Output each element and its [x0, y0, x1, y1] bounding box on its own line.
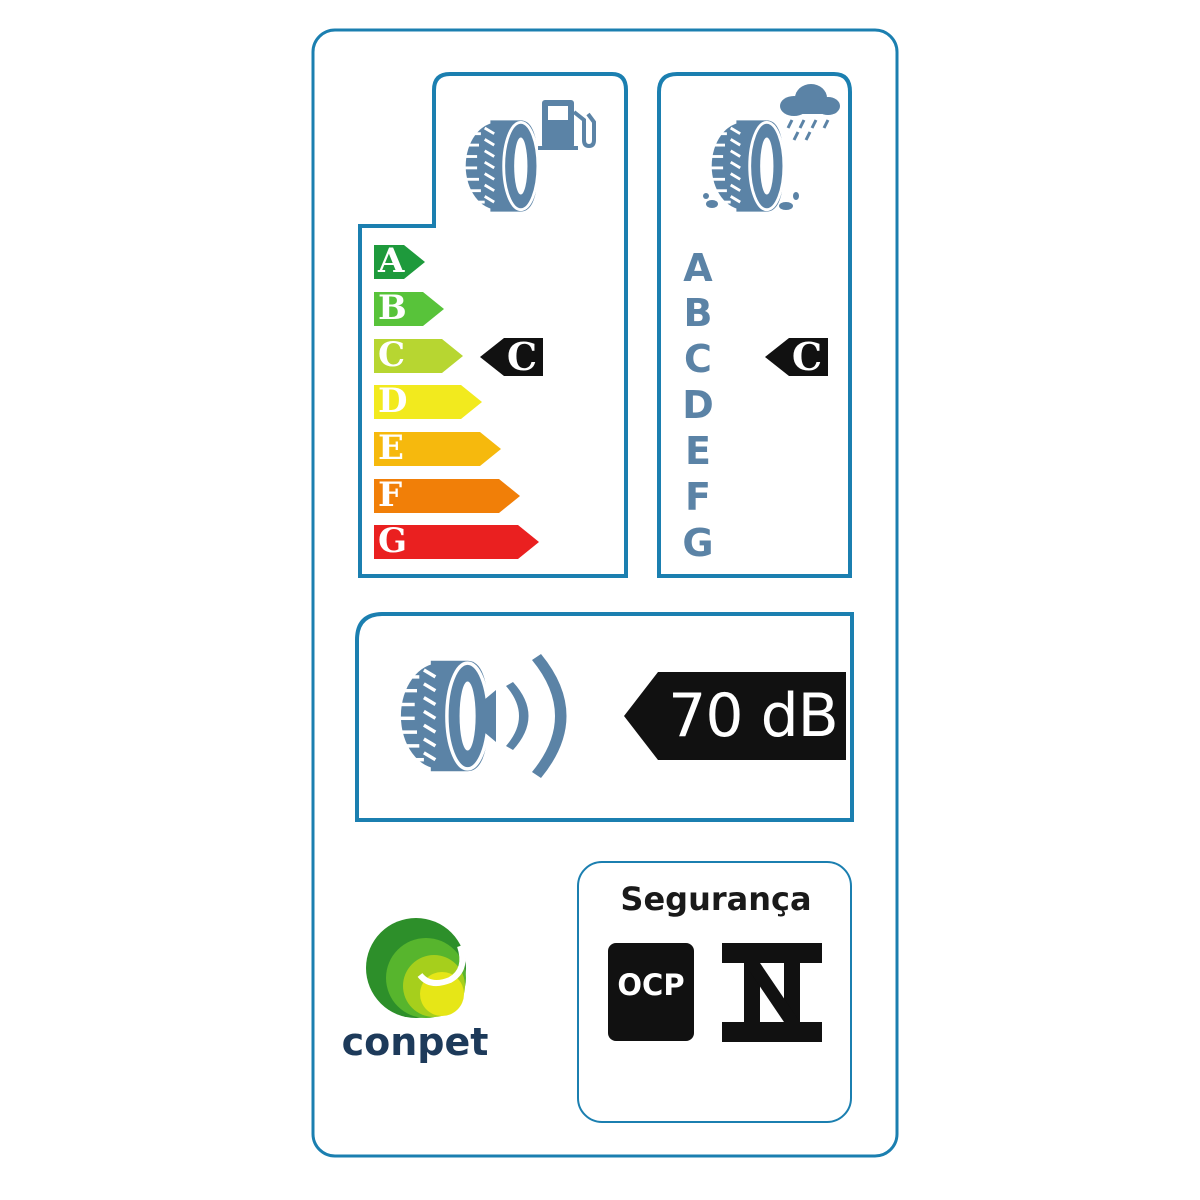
- rain-cloud-icon: [780, 84, 840, 141]
- ocp-label: OCP: [617, 968, 685, 1002]
- wet-class-letter-b: B: [683, 291, 713, 335]
- conpet-logo-icon: [366, 918, 466, 1018]
- fuel-panel-frame: [358, 72, 628, 578]
- label-frame: [311, 28, 899, 1158]
- noise-tire-icon: [398, 659, 491, 773]
- fuel-class-arrow-b: [374, 292, 444, 326]
- fuel-class-letter-f: F: [378, 475, 403, 515]
- fuel-class-letter-e: E: [378, 428, 404, 468]
- fuel-class-arrow-f: [374, 479, 520, 513]
- sound-waves-icon: [484, 654, 567, 778]
- noise-value-badge: [624, 672, 846, 760]
- noise-value: 70 dB: [668, 681, 839, 751]
- fuel-class-arrow-g: [374, 525, 539, 559]
- wet-class-letter-e: E: [685, 429, 711, 473]
- wet-class-letter-d: D: [682, 383, 714, 427]
- wet-tire-icon: [709, 118, 786, 214]
- fuel-rating-badge: [480, 338, 543, 376]
- wet-class-letter-c: C: [684, 337, 712, 381]
- fuel-class-letter-d: D: [378, 381, 408, 421]
- ocp-badge: [608, 943, 694, 1041]
- safety-title: Segurança: [620, 880, 812, 918]
- fuel-class-letter-c: C: [378, 335, 406, 375]
- fuel-class-arrow-d: [374, 385, 482, 419]
- wet-class-letter-f: F: [685, 475, 711, 519]
- fuel-class-arrow-a: [374, 245, 425, 279]
- wet-rating-badge: [765, 338, 828, 376]
- noise-panel-frame: [355, 612, 854, 822]
- wet-class-letter-g: G: [682, 521, 714, 565]
- safety-box: [577, 861, 852, 1123]
- wet-panel-frame: [657, 72, 852, 578]
- fuel-class-arrow-e: [374, 432, 501, 466]
- inmetro-logo-icon: [722, 943, 822, 1042]
- fuel-rating-letter: C: [506, 334, 538, 379]
- fuel-class-letter-b: B: [378, 288, 407, 328]
- fuel-tire-icon: [463, 118, 540, 214]
- wet-rating-letter: C: [791, 334, 823, 379]
- brand-name: conpet: [341, 1020, 489, 1064]
- fuel-class-letter-a: A: [378, 241, 405, 281]
- fuel-class-arrow-c: [374, 339, 463, 373]
- fuel-pump-icon: [538, 100, 596, 150]
- wet-class-letter-a: A: [683, 246, 713, 290]
- splash-icon: [703, 192, 799, 210]
- fuel-class-letter-g: G: [378, 521, 408, 561]
